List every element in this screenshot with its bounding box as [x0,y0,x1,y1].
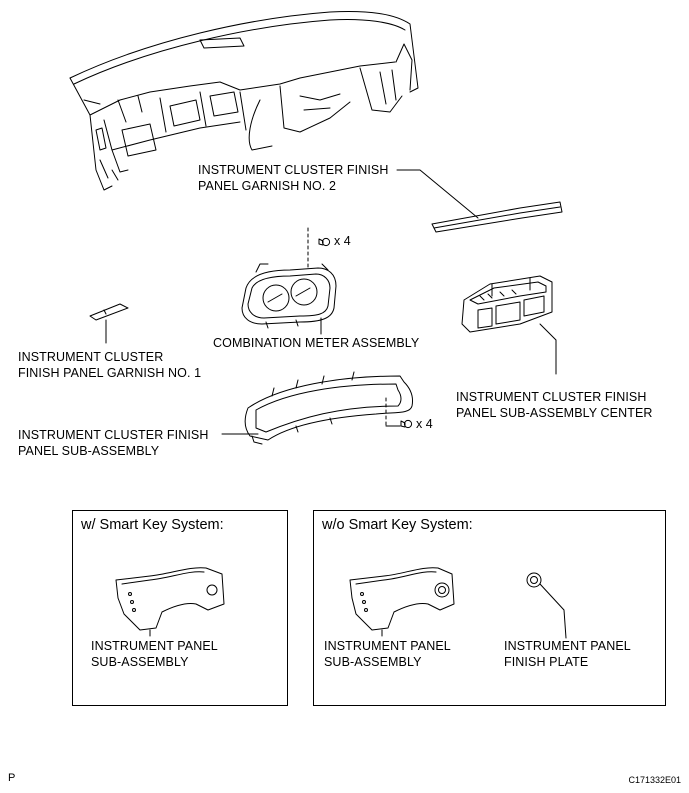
instrument-panel-subassy-drawing [350,568,454,636]
screw-quantity: x 4 [334,234,351,248]
garnish-no2-drawing [397,170,562,232]
label-line: SUB-ASSEMBLY [91,655,189,669]
combination-meter-drawing [242,264,336,334]
label-line: INSTRUMENT CLUSTER FINISH [18,428,209,442]
part-label: INSTRUMENT PANEL FINISH PLATE [504,638,631,670]
instrument-panel-finish-plate-drawing [527,573,566,638]
label-combination-meter: COMBINATION METER ASSEMBLY [213,336,420,350]
instrument-panel-drawing [70,12,418,191]
variant-title: w/o Smart Key System: [322,517,473,533]
label-line: SUB-ASSEMBLY [324,655,422,669]
label-center-subassy: INSTRUMENT CLUSTER FINISH PANEL SUB-ASSE… [456,389,653,421]
label-line: FINISH PLATE [504,655,589,669]
label-garnish-no1: INSTRUMENT CLUSTER FINISH PANEL GARNISH … [18,349,201,381]
page-marker: P [8,772,16,784]
center-panel-drawing [462,276,556,374]
label-garnish-no2: INSTRUMENT CLUSTER FINISH PANEL GARNISH … [198,162,388,194]
label-line: INSTRUMENT CLUSTER FINISH [198,163,389,177]
label-line: PANEL SUB-ASSEMBLY CENTER [456,406,653,420]
figure-code: C171332E01 [628,775,681,785]
instrument-panel-subassy-drawing [116,568,224,636]
cluster-finish-panel-drawing [222,372,413,444]
variant-box-without-smart-key: w/o Smart Key System: INSTRUMENT PANEL S… [313,510,666,706]
label-line: INSTRUMENT PANEL [504,639,631,653]
label-line: INSTRUMENT PANEL [324,639,451,653]
label-line: PANEL SUB-ASSEMBLY [18,444,160,458]
label-finish-panel-subassy: INSTRUMENT CLUSTER FINISH PANEL SUB-ASSE… [18,427,208,459]
label-line: INSTRUMENT CLUSTER FINISH [456,390,647,404]
label-line: PANEL GARNISH NO. 2 [198,179,337,193]
label-line: INSTRUMENT CLUSTER [18,350,164,364]
screw-drawing [308,228,330,270]
part-label: INSTRUMENT PANEL SUB-ASSEMBLY [91,638,218,670]
clip-drawing [386,398,412,428]
garnish-no1-drawing [90,304,128,343]
part-label: INSTRUMENT PANEL SUB-ASSEMBLY [324,638,451,670]
label-line: FINISH PANEL GARNISH NO. 1 [18,366,202,380]
label-line: INSTRUMENT PANEL [91,639,218,653]
variant-box-with-smart-key: w/ Smart Key System: INSTRUMENT PANEL SU… [72,510,288,706]
variant-title: w/ Smart Key System: [81,517,224,533]
clip-quantity: x 4 [416,417,433,431]
